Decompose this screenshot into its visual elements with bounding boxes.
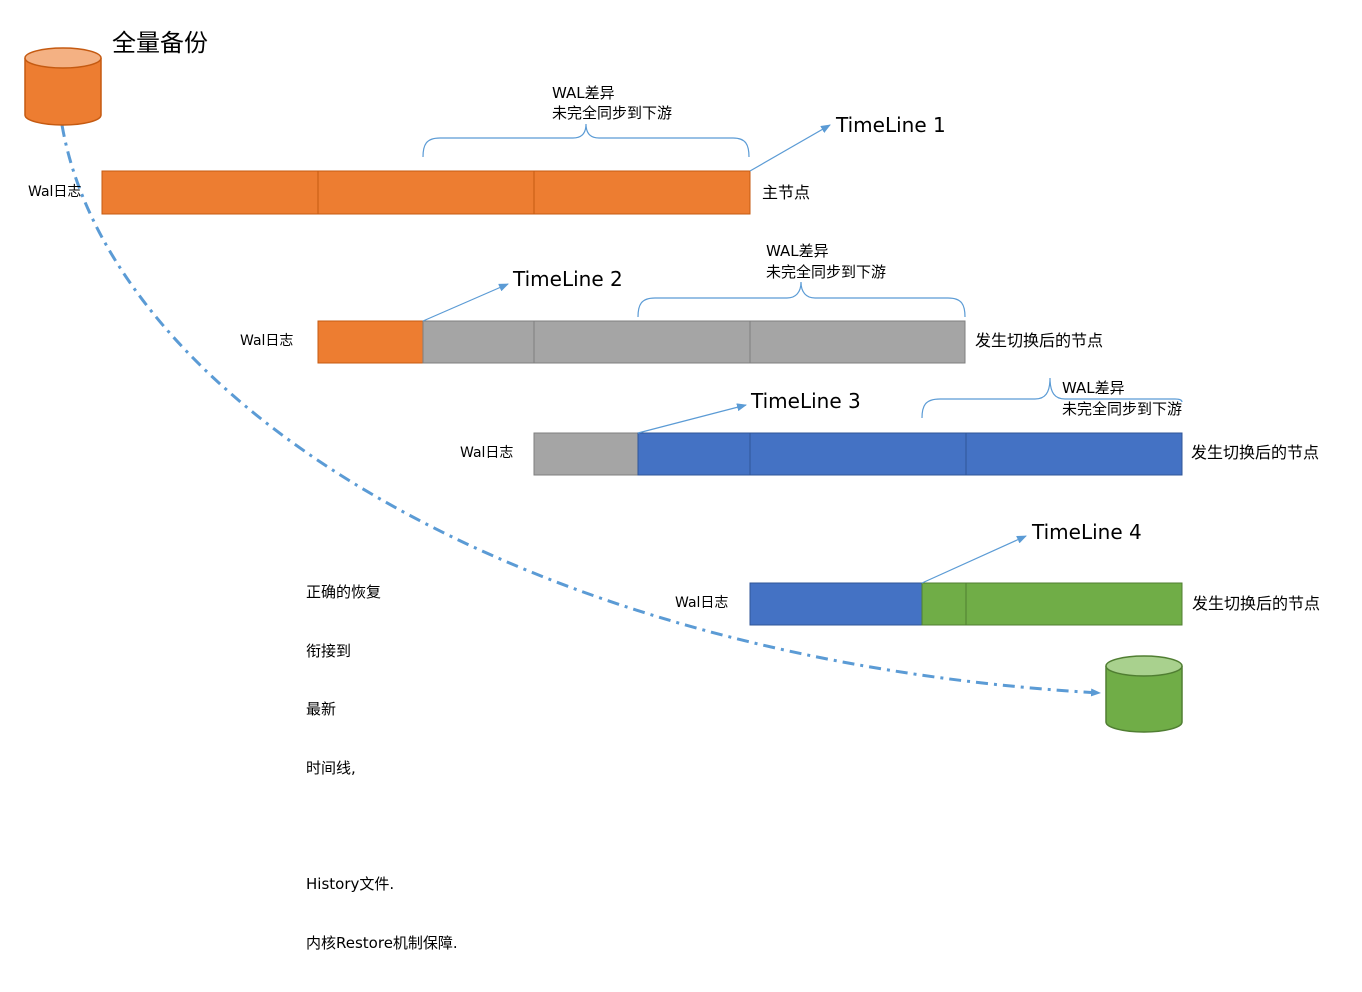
database-top xyxy=(1105,655,1183,677)
wal-segment xyxy=(317,320,424,364)
restore-path-curve xyxy=(60,124,1101,697)
wal-segment xyxy=(533,320,751,364)
wal-bar-row-3 xyxy=(533,432,1183,476)
timeline-label: TimeLine 1 xyxy=(836,113,946,137)
node-label: 主节点 xyxy=(762,183,811,202)
wal-bar-row-4 xyxy=(749,582,1183,626)
restore-note-line: 最新 xyxy=(306,700,337,718)
wal-log-label: Wal日志 xyxy=(675,595,729,611)
wal-segment xyxy=(422,320,535,364)
timeline-diagram: 全量备份 Wal日志 主节点 TimeLine 1 WAL差异 未完全同步到下游… xyxy=(24,29,1321,952)
wal-bar-row-1 xyxy=(101,170,751,215)
wal-bar-row-2 xyxy=(317,320,966,364)
wal-diff-brace-2 xyxy=(637,281,966,318)
diagram-title: 全量备份 xyxy=(112,29,208,57)
database-icon xyxy=(1105,655,1183,733)
restore-note: 正确的恢复 衔接到 最新 时间线, History文件. 内核Restore机制… xyxy=(306,544,458,992)
node-label: 发生切换后的节点 xyxy=(1191,443,1320,462)
diagram-shapes xyxy=(24,47,1183,733)
wal-segment xyxy=(749,320,966,364)
node-label: 发生切换后的节点 xyxy=(1192,594,1321,613)
wal-segment xyxy=(921,582,967,626)
restore-note-line: 正确的恢复 xyxy=(306,583,382,601)
database-icon xyxy=(24,47,102,126)
wal-segment xyxy=(533,170,751,215)
wal-segment xyxy=(965,582,1183,626)
timeline-arrow-4 xyxy=(921,535,1027,584)
database-body xyxy=(24,58,102,126)
wal-diff-note: 未完全同步到下游 xyxy=(1062,400,1183,418)
wal-segment xyxy=(317,170,535,215)
restore-note-line: History文件. xyxy=(306,875,395,893)
wal-diff-label: WAL差异 xyxy=(1062,379,1125,397)
wal-log-label: Wal日志 xyxy=(28,184,82,200)
wal-diff-brace-3 xyxy=(921,377,1183,419)
timeline-arrow-2 xyxy=(422,283,509,322)
wal-diff-label: WAL差异 xyxy=(766,242,829,260)
wal-log-label: Wal日志 xyxy=(460,445,514,461)
restore-note-line xyxy=(306,817,458,836)
wal-segment xyxy=(533,432,639,476)
wal-diff-label: WAL差异 xyxy=(552,84,615,102)
node-label: 发生切换后的节点 xyxy=(975,331,1104,350)
wal-segment xyxy=(749,432,967,476)
wal-segment xyxy=(749,582,923,626)
restore-note-line: 时间线, xyxy=(306,758,356,777)
timeline-arrow-1 xyxy=(749,124,831,172)
restore-note-line: 衔接到 xyxy=(306,641,352,660)
wal-log-label: Wal日志 xyxy=(240,333,294,349)
wal-diff-note: 未完全同步到下游 xyxy=(552,104,673,122)
timeline-label: TimeLine 2 xyxy=(513,267,623,291)
timeline-label: TimeLine 4 xyxy=(1032,520,1142,544)
database-body xyxy=(1105,666,1183,733)
timeline-arrow-3 xyxy=(637,403,747,434)
database-top xyxy=(24,47,102,69)
wal-diff-brace-1 xyxy=(422,123,750,158)
wal-diff-note: 未完全同步到下游 xyxy=(766,263,887,281)
wal-segment xyxy=(965,432,1183,476)
timeline-label: TimeLine 3 xyxy=(751,389,861,413)
wal-segment xyxy=(637,432,751,476)
wal-segment xyxy=(101,170,319,215)
restore-note-line: 内核Restore机制保障. xyxy=(306,933,458,952)
